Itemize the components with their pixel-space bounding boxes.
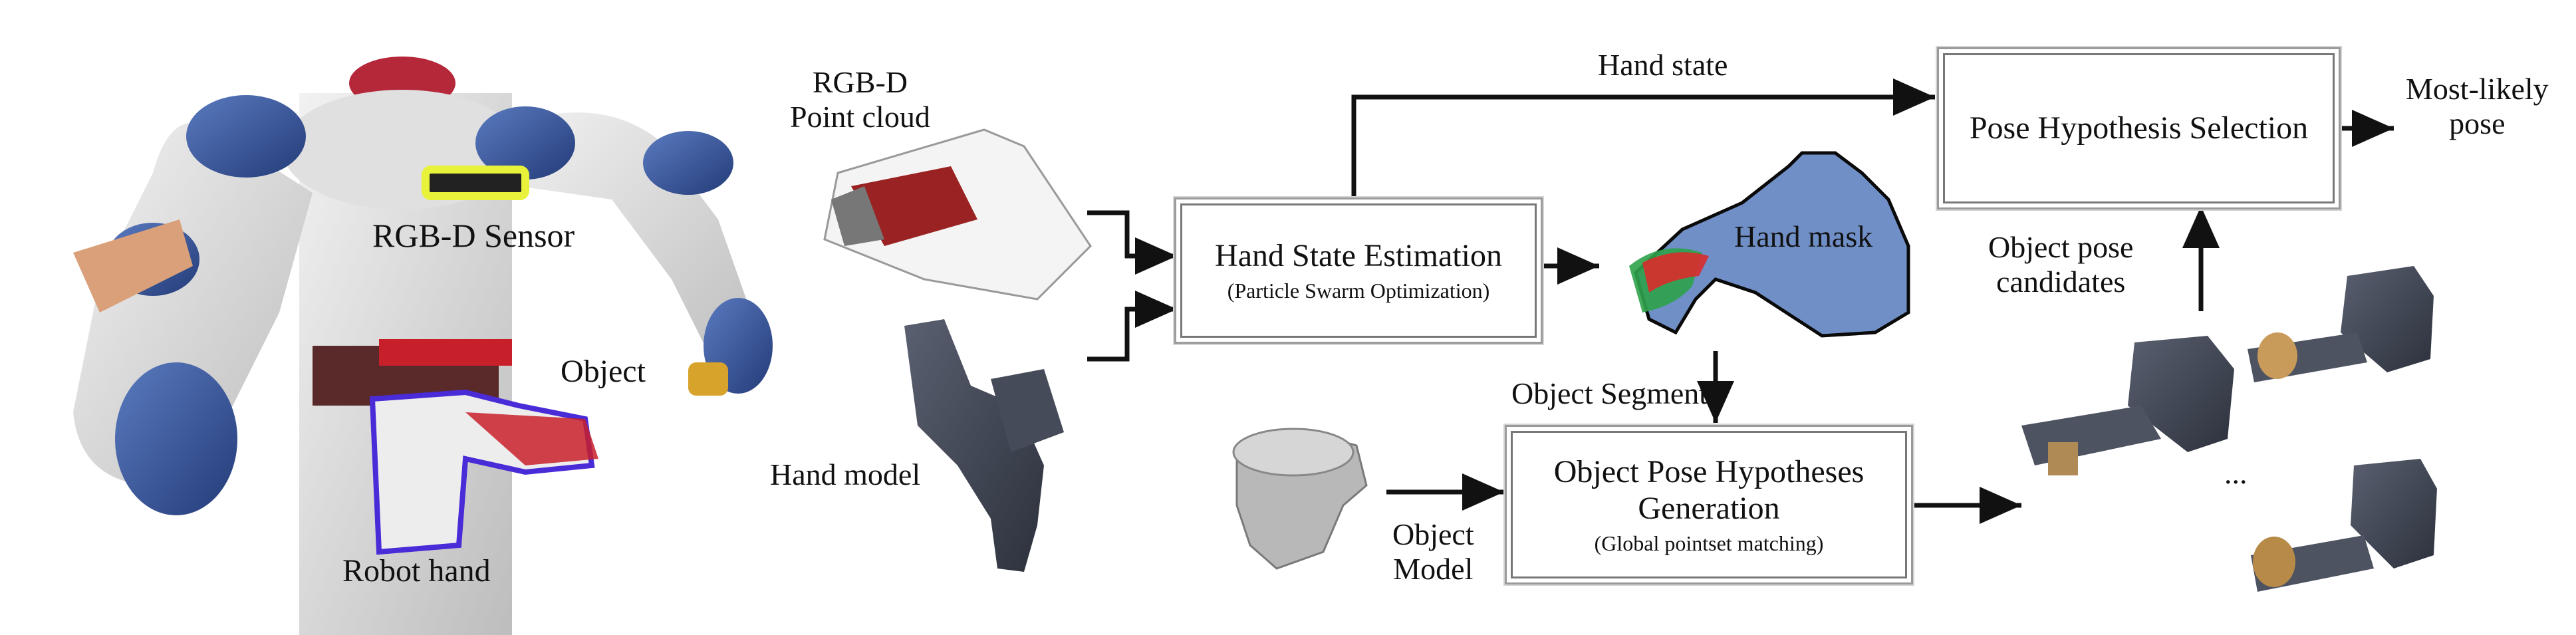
ellipsis-label: ... — [2224, 456, 2248, 490]
arrow-pointcloud-to-hse — [1087, 210, 1177, 275]
pose-selection-box: Pose Hypothesis Selection — [1943, 53, 2335, 203]
left-shoulder-pad — [186, 95, 306, 178]
object-pose-generation-box: Object Pose Hypotheses Generation (Globa… — [1511, 431, 1907, 578]
hand-mask-red-points — [1642, 252, 1709, 293]
pose-candidate-2 — [2248, 266, 2434, 382]
robot-hand-label: Robot hand — [342, 553, 491, 588]
right-gripper-tip — [688, 362, 728, 396]
rgbd-sensor-label: RGB-D Sensor — [372, 217, 575, 254]
hand-mask-label: Hand mask — [1734, 219, 1873, 253]
arrow-hand-state — [1351, 78, 1935, 201]
object-pose-generation-title: Object Pose Hypotheses Generation — [1553, 453, 1865, 526]
right-shoulder-pad — [475, 106, 575, 180]
most-likely-pose-label: Most-likely pose — [2406, 72, 2549, 140]
object-pose-generation-subtitle: (Global pointset matching) — [1594, 531, 1824, 555]
arrow-handmodel-to-hse — [1087, 291, 1177, 362]
hand-mask-shape — [1634, 151, 1910, 338]
pose-candidate-3 — [2251, 459, 2437, 592]
left-gripper — [73, 219, 193, 313]
object-label: Object — [561, 354, 646, 389]
robot-red-band — [379, 339, 512, 366]
hand-mask-image — [1629, 151, 1910, 338]
hand-state-label: Hand state — [1598, 48, 1728, 82]
object-model-image — [1232, 428, 1368, 570]
object-pose-candidates-label: Object pose candidates — [1988, 230, 2134, 299]
robot-right-arm — [505, 112, 758, 372]
robot-photo — [73, 57, 773, 635]
hand-model-body — [904, 319, 1044, 572]
hand-model-palm — [991, 369, 1064, 452]
point-cloud-finger — [831, 186, 884, 246]
hand-model-image — [904, 319, 1064, 572]
hand-model-label: Hand model — [770, 457, 921, 491]
right-elbow-pad — [643, 131, 733, 195]
point-cloud-image — [823, 128, 1092, 301]
point-cloud-object — [851, 166, 977, 246]
pose-selection-title: Pose Hypothesis Selection — [1969, 110, 2309, 146]
hand-state-estimation-title: Hand State Estimation — [1215, 238, 1502, 274]
pose-candidate-images — [2021, 266, 2437, 592]
object-model-label: Object Model — [1392, 517, 1474, 586]
object-model-top — [1232, 428, 1354, 477]
left-wrist-pad — [115, 362, 237, 515]
point-cloud-label: RGB-D Point cloud — [790, 65, 930, 134]
grasped-object — [465, 412, 598, 465]
pose-candidate-1 — [2021, 336, 2234, 475]
object-segment-label: Object Segment — [1511, 376, 1708, 410]
rgbd-sensor-device — [422, 166, 529, 200]
connectors — [1087, 78, 2394, 524]
hand-state-estimation-box: Hand State Estimation (Particle Swarm Op… — [1180, 203, 1537, 338]
hand-state-estimation-subtitle: (Particle Swarm Optimization) — [1227, 279, 1490, 303]
